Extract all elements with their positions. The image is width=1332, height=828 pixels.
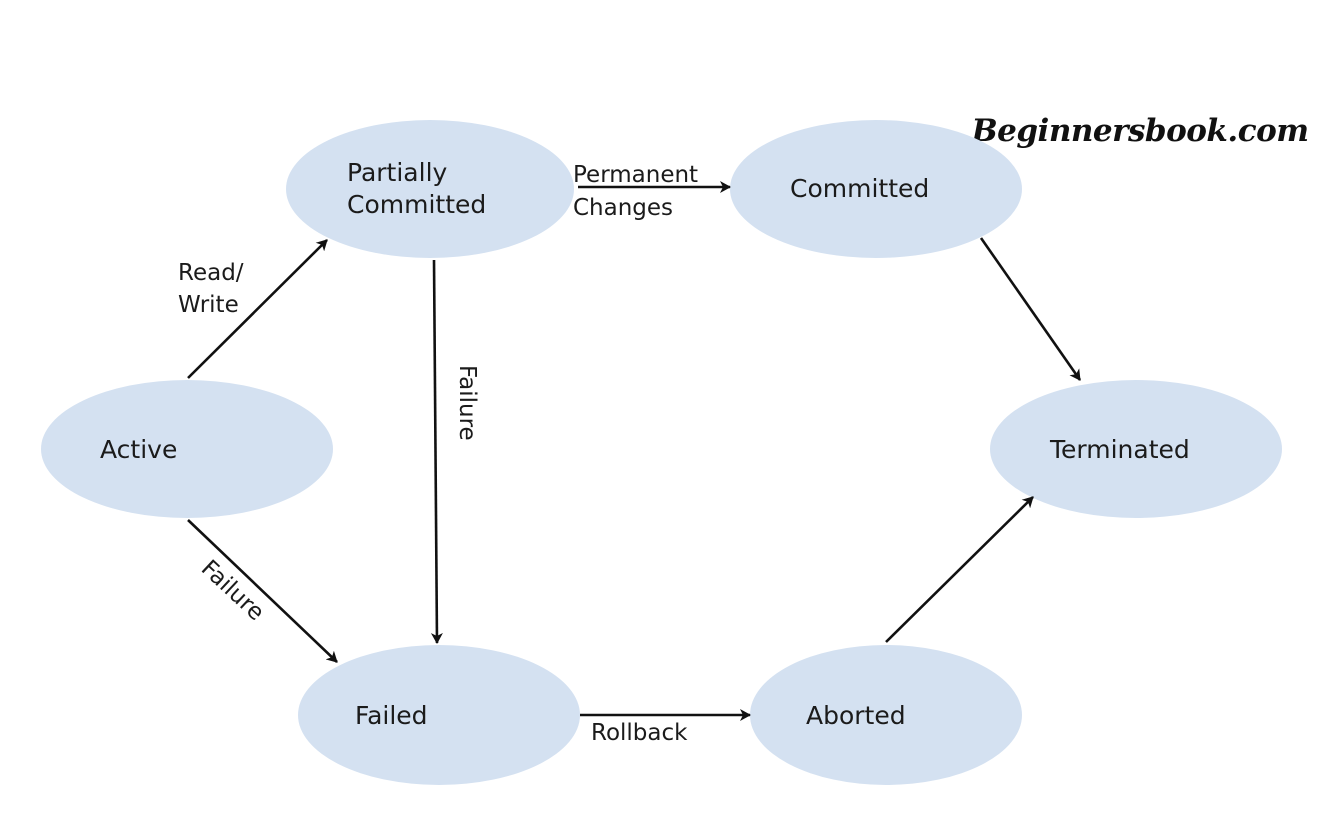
state-aborted-shape xyxy=(750,645,1022,785)
arrow-active-to-failed xyxy=(187,519,338,663)
state-partially-committed: Partially Committed xyxy=(286,120,574,258)
arrow-active-to-partially-committed xyxy=(187,239,328,379)
arrow-partially-committed-to-failed xyxy=(430,259,443,644)
state-active-label: Active xyxy=(100,435,177,464)
state-aborted: Aborted xyxy=(750,645,1022,785)
label-read-write-line2: Write xyxy=(178,292,239,318)
label-failure-vertical: Failure xyxy=(454,365,480,441)
state-active-shape xyxy=(41,380,333,518)
label-failure-diagonal: Failure xyxy=(196,555,269,626)
brand-logo: Beginnersbook.com xyxy=(970,113,1308,149)
label-permanent-changes-line2: Changes xyxy=(573,195,673,221)
state-committed-shape xyxy=(730,120,1022,258)
label-rollback: Rollback xyxy=(591,720,688,746)
state-terminated-label: Terminated xyxy=(1049,435,1190,464)
label-read-write-line1: Read/ xyxy=(178,260,244,286)
state-partially-committed-label-line1: Partially xyxy=(347,158,448,187)
arrow-committed-to-terminated xyxy=(979,237,1082,381)
state-committed: Committed xyxy=(730,120,1022,258)
state-terminated-shape xyxy=(990,380,1282,518)
state-failed-shape xyxy=(298,645,580,785)
state-terminated: Terminated xyxy=(990,380,1282,518)
state-partially-committed-shape xyxy=(286,120,574,258)
state-failed-label: Failed xyxy=(355,701,428,730)
state-partially-committed-label-line2: Committed xyxy=(347,190,486,219)
arrow-aborted-to-terminated xyxy=(885,496,1034,643)
state-active: Active xyxy=(41,380,333,518)
state-aborted-label: Aborted xyxy=(806,701,906,730)
label-permanent-changes-line1: Permanent xyxy=(573,162,698,188)
state-failed: Failed xyxy=(298,645,580,785)
state-committed-label: Committed xyxy=(790,174,929,203)
